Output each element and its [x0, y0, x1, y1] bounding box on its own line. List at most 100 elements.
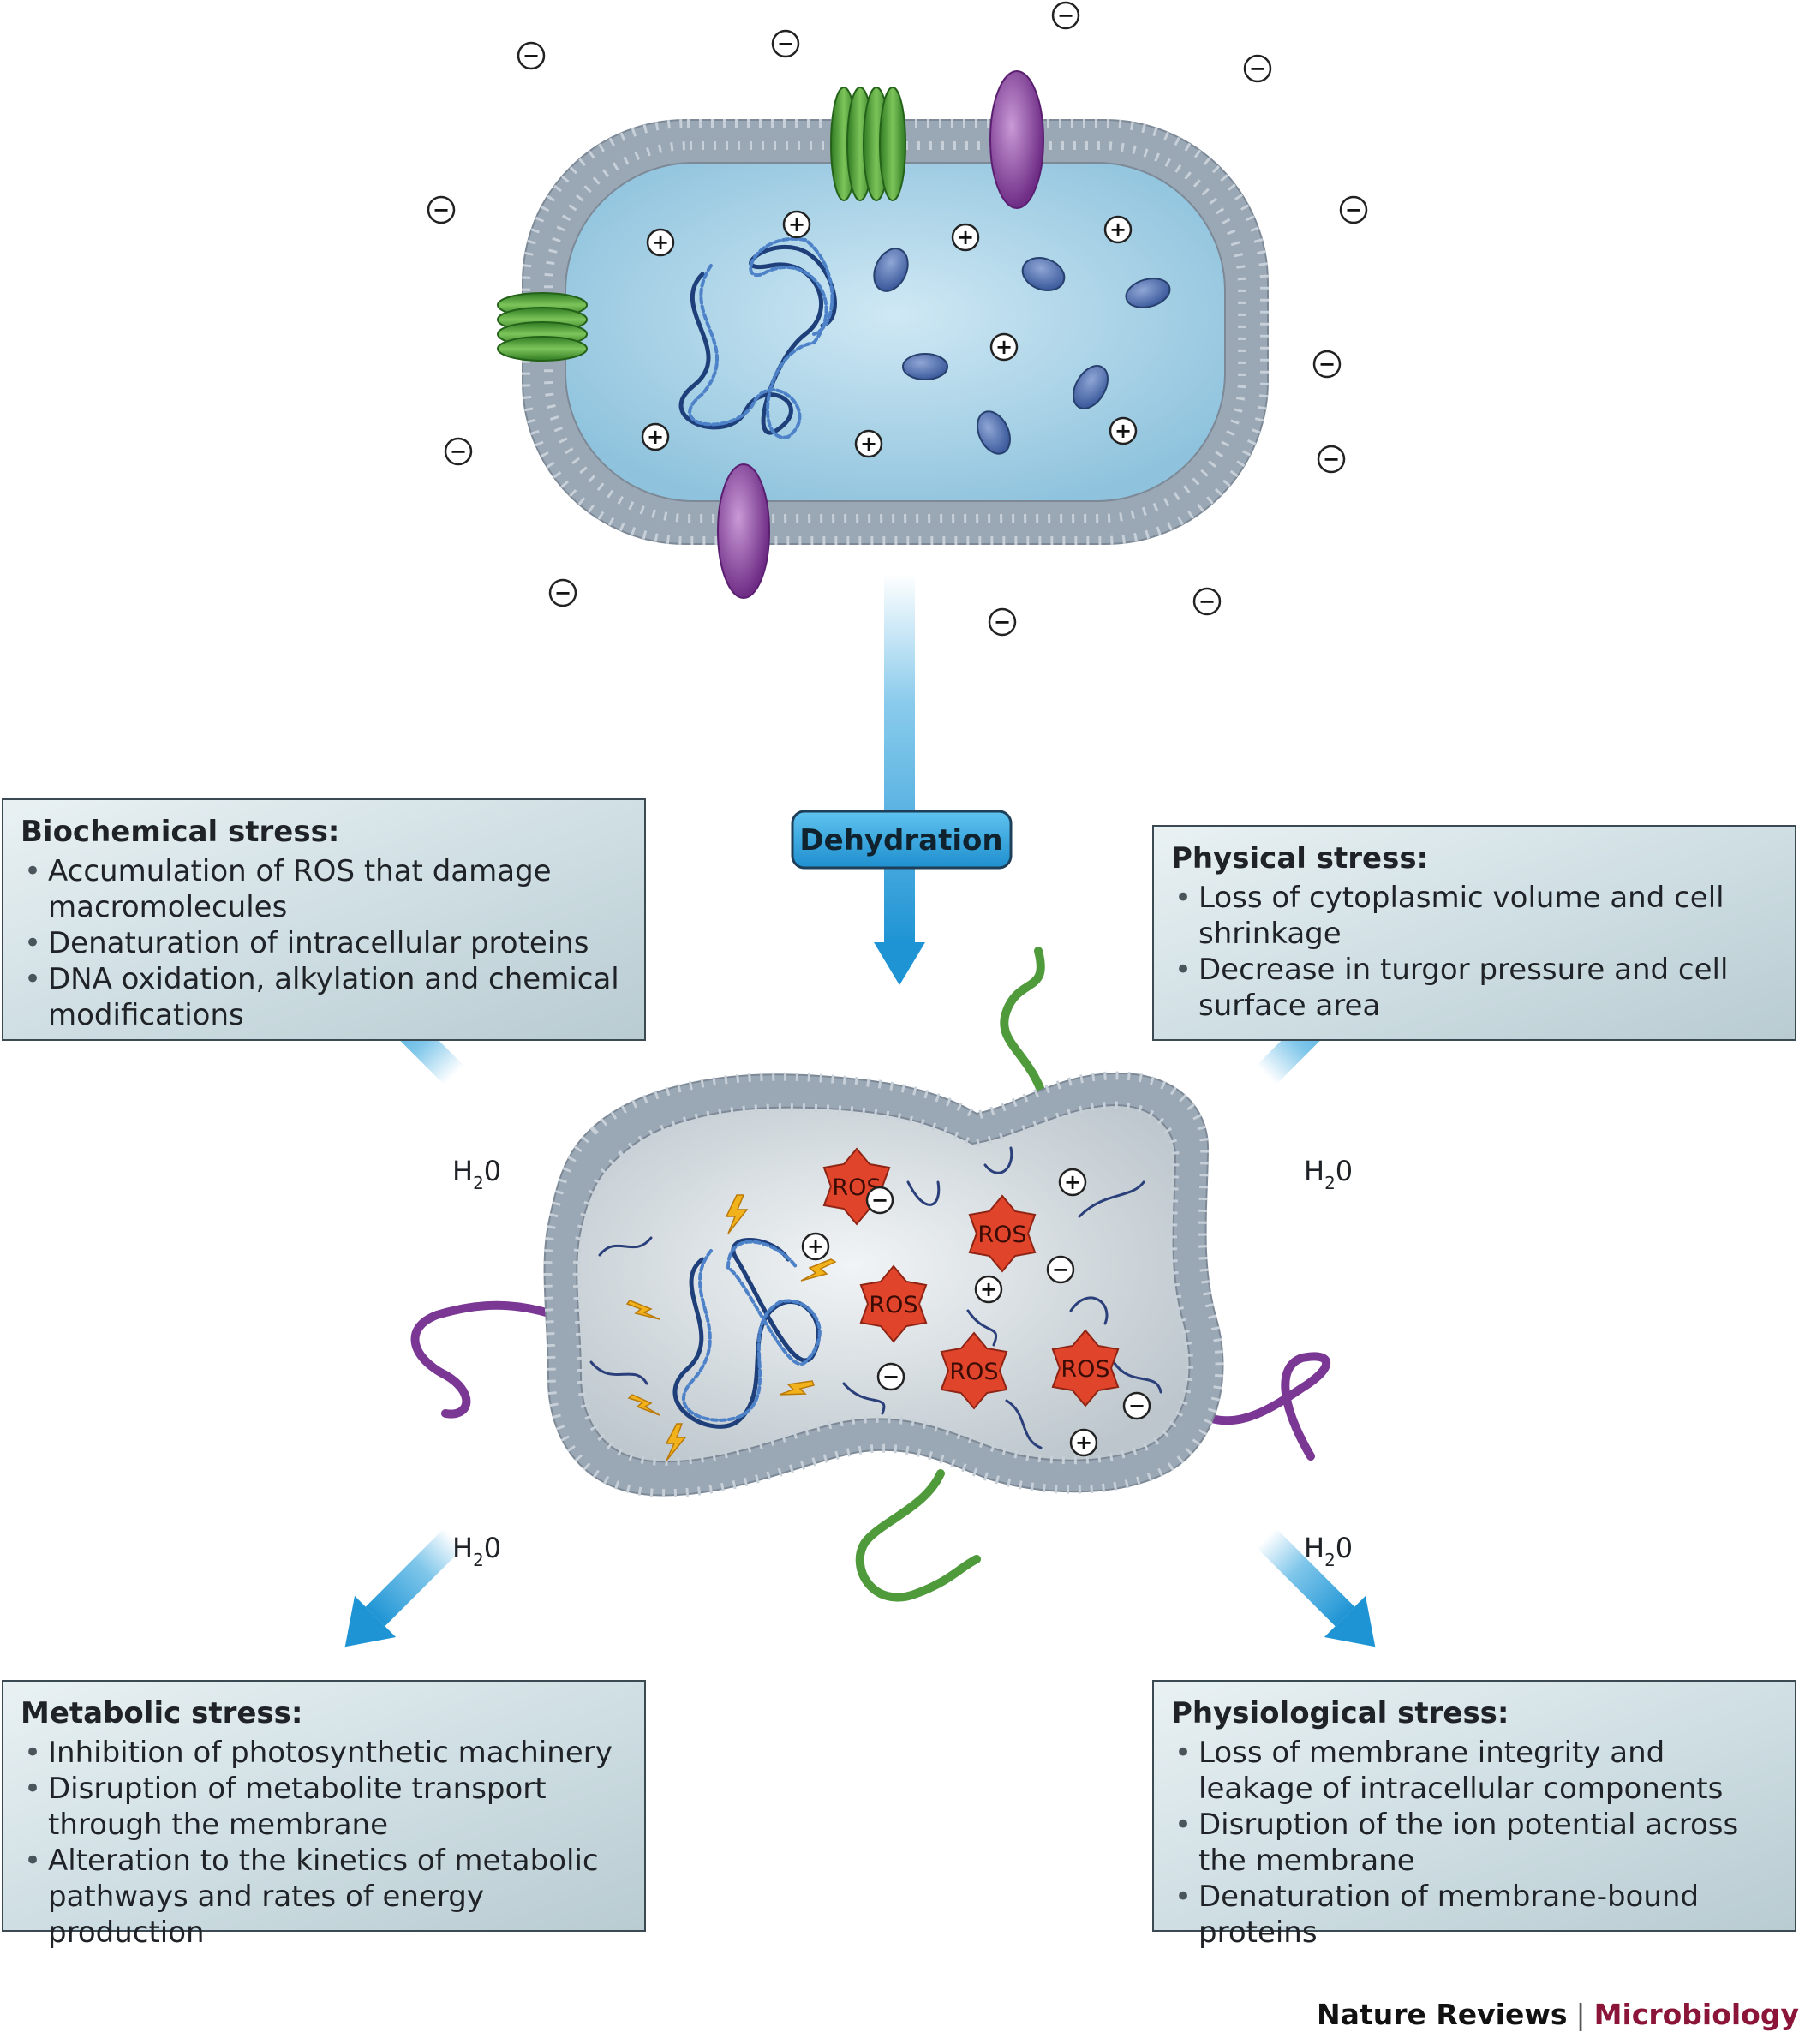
svg-text:+: +: [1115, 419, 1132, 443]
svg-text:−: −: [1318, 352, 1336, 376]
svg-text:−: −: [433, 198, 450, 222]
journal-name: Nature Reviews: [1317, 1998, 1568, 2031]
list-item: Disruption of the ion potential across t…: [1171, 1807, 1778, 1879]
intracellular-cations: + + + + + + + +: [641, 210, 1138, 458]
ros-star-icon: ROS: [859, 1264, 928, 1343]
ros-label: ROS: [977, 1222, 1026, 1248]
minus-ion-icon: −: [1122, 1391, 1151, 1420]
extracellular-anions: − − − − − − − − − − − −: [427, 1, 1368, 637]
minus-ion-icon: −: [1243, 54, 1272, 83]
list-item: Accumulation of ROS that damage macromol…: [21, 853, 627, 925]
physiological-stress-list: Loss of membrane integrity and leakage o…: [1171, 1735, 1778, 1951]
water-label-bottom-left: H20: [452, 1532, 501, 1570]
list-item: Inhibition of photosynthetic machinery: [21, 1735, 627, 1771]
minus-ion-icon: −: [865, 1186, 894, 1215]
physical-stress-title: Physical stress:: [1171, 841, 1429, 876]
minus-ion-icon: −: [548, 578, 577, 607]
membrane-channel-left: [497, 292, 588, 362]
svg-text:−: −: [1052, 1258, 1069, 1282]
damaged-dna: [672, 1238, 822, 1429]
list-item: Loss of cytoplasmic volume and cell shri…: [1171, 880, 1778, 952]
plus-ion-icon: +: [801, 1232, 830, 1261]
ros-star-icon: ROS: [1051, 1329, 1120, 1407]
biochemical-stress-box: Biochemical stress: Accumulation of ROS …: [2, 798, 646, 1041]
membrane-protein-top: [989, 70, 1044, 209]
minus-ion-icon: −: [876, 1362, 905, 1391]
physical-stress-list: Loss of cytoplasmic volume and cell shri…: [1171, 880, 1778, 1024]
svg-text:+: +: [807, 1234, 824, 1258]
list-item: Disruption of metabolite transport throu…: [21, 1771, 627, 1843]
water-efflux-arrow-bottom-left: [344, 1527, 464, 1647]
plus-ion-icon: +: [641, 422, 670, 451]
svg-text:+: +: [980, 1277, 997, 1301]
dehydration-label: Dehydration: [799, 823, 1002, 858]
healthy-cell: + + + + + + + + − − − − − − − − − − − −: [427, 1, 1368, 637]
list-item: Decrease in turgor pressure and cell sur…: [1171, 952, 1778, 1024]
minus-ion-icon: −: [1051, 1, 1080, 30]
membrane-protein-tail-right: [1205, 1352, 1331, 1461]
svg-text:−: −: [1128, 1394, 1145, 1418]
plus-ion-icon: +: [646, 228, 675, 257]
cell-ions-plus: + + + +: [801, 1168, 1098, 1457]
svg-text:−: −: [523, 44, 540, 68]
ros-star-icon: ROS: [940, 1331, 1008, 1410]
oxidative-damage-sparks: [625, 1194, 837, 1461]
list-item: Denaturation of intracellular proteins: [21, 925, 627, 961]
plus-ion-icon: +: [782, 210, 811, 239]
plus-ion-icon: +: [854, 429, 883, 458]
plus-ion-icon: +: [1103, 215, 1133, 244]
svg-text:+: +: [957, 225, 974, 249]
plus-ion-icon: +: [989, 332, 1019, 362]
svg-text:+: +: [860, 432, 877, 456]
svg-text:+: +: [995, 335, 1013, 359]
svg-text:+: +: [1064, 1170, 1081, 1194]
journal-separator: |: [1575, 1998, 1586, 2031]
membrane-channel-top: [830, 87, 906, 201]
journal-credit: Nature Reviews|Microbiology: [1317, 1998, 1799, 2031]
minus-ion-icon: −: [1046, 1255, 1075, 1284]
ros-star-icon: ROS: [968, 1194, 1037, 1273]
list-item: Denaturation of membrane-bound proteins: [1171, 1879, 1778, 1951]
minus-ion-icon: −: [444, 437, 473, 466]
metabolic-stress-list: Inhibition of photosynthetic machinery D…: [21, 1735, 627, 1951]
minus-ion-icon: −: [1317, 445, 1346, 474]
membrane-protein-tail-top: [1000, 947, 1051, 1116]
denatured-proteins: [589, 1146, 1162, 1449]
dna-strand: [678, 236, 837, 439]
physical-stress-box: Physical stress: Loss of cytoplasmic vol…: [1152, 825, 1796, 1041]
physiological-stress-box: Physiological stress: Loss of membrane i…: [1152, 1680, 1796, 1950]
biochemical-stress-title: Biochemical stress:: [21, 815, 340, 849]
minus-ion-icon: −: [988, 607, 1017, 637]
plus-ion-icon: +: [951, 223, 980, 252]
cell-ions-minus: − − − −: [865, 1186, 1151, 1420]
list-item: Alteration to the kinetics of metabolic …: [21, 1843, 627, 1951]
physiological-stress-title: Physiological stress:: [1171, 1696, 1509, 1730]
svg-text:−: −: [1345, 198, 1362, 222]
plus-ion-icon: +: [1109, 416, 1138, 445]
minus-ion-icon: −: [771, 29, 800, 58]
svg-text:−: −: [871, 1188, 888, 1212]
svg-text:−: −: [450, 439, 467, 463]
plus-ion-icon: +: [1069, 1428, 1098, 1457]
list-item: Loss of membrane integrity and leakage o…: [1171, 1735, 1778, 1807]
ros-label: ROS: [949, 1359, 998, 1385]
membrane-protein-bottom: [717, 463, 770, 599]
svg-text:−: −: [882, 1365, 900, 1389]
biochemical-stress-list: Accumulation of ROS that damage macromol…: [21, 853, 627, 1033]
list-item: DNA oxidation, alkylation and chemical m…: [21, 961, 627, 1033]
svg-text:−: −: [1323, 447, 1340, 471]
water-label-top-left: H20: [452, 1155, 501, 1193]
minus-ion-icon: −: [517, 41, 546, 70]
svg-text:−: −: [1057, 3, 1074, 27]
minus-ion-icon: −: [1339, 195, 1368, 224]
plus-ion-icon: +: [974, 1275, 1003, 1304]
svg-text:−: −: [777, 32, 794, 56]
membrane-protein-tail-bottom: [855, 1469, 981, 1602]
svg-text:+: +: [652, 230, 669, 254]
minus-ion-icon: −: [1192, 587, 1222, 616]
minus-ion-icon: −: [1312, 350, 1342, 379]
svg-text:−: −: [994, 610, 1011, 634]
svg-text:+: +: [647, 425, 664, 449]
